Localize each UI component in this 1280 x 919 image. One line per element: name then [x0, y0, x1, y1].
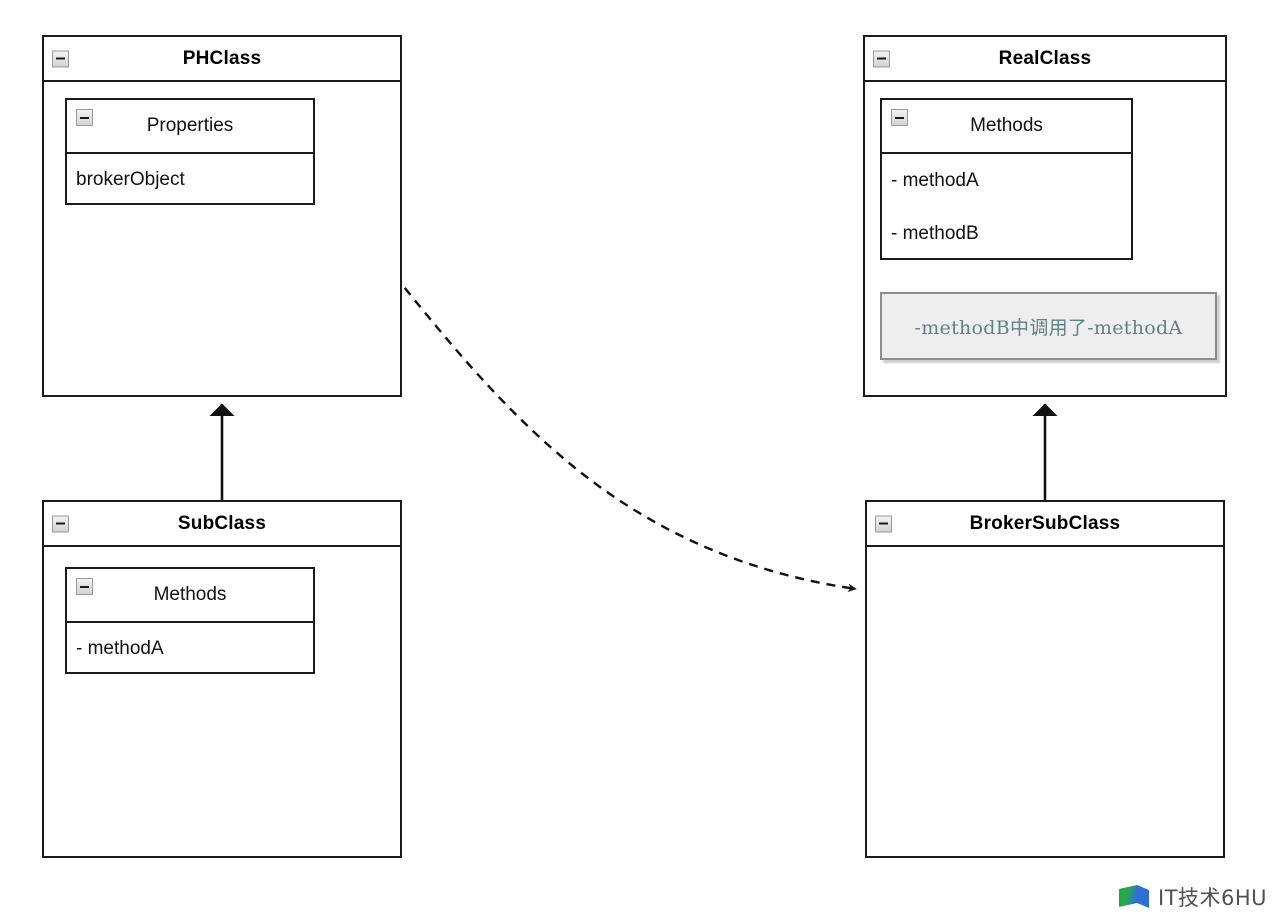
- class-box-realclass[interactable]: RealClass Methods - methodA - methodB: [863, 35, 1227, 397]
- minus-icon[interactable]: [875, 515, 892, 532]
- row-label: - methodB: [891, 222, 979, 244]
- compartment-header: Properties: [67, 100, 313, 154]
- class-header-brokersubclass: BrokerSubClass: [867, 502, 1223, 547]
- watermark: IT技术6HU: [1118, 882, 1267, 912]
- class-title: PHClass: [182, 47, 262, 69]
- compartment-row: - methodB: [882, 207, 1131, 260]
- minus-icon[interactable]: [891, 109, 908, 126]
- minus-icon[interactable]: [76, 109, 93, 126]
- class-header-subclass: SubClass: [44, 502, 400, 547]
- class-box-phclass[interactable]: PHClass Properties brokerObject: [42, 35, 402, 397]
- class-box-subclass[interactable]: SubClass Methods - methodA: [42, 500, 402, 858]
- class-title: SubClass: [177, 512, 267, 534]
- minus-icon[interactable]: [52, 515, 69, 532]
- compartment-rows: - methodA - methodB: [882, 154, 1131, 260]
- class-title: RealClass: [998, 47, 1092, 69]
- class-body-realclass: Methods - methodA - methodB -methodB中调用了…: [865, 82, 1225, 395]
- minus-icon[interactable]: [52, 50, 69, 67]
- class-header-phclass: PHClass: [44, 37, 400, 82]
- compartment-properties[interactable]: Properties brokerObject: [65, 98, 315, 205]
- class-box-brokersubclass[interactable]: BrokerSubClass: [865, 500, 1225, 858]
- watermark-text: IT技术6HU: [1158, 886, 1268, 910]
- row-label: brokerObject: [76, 168, 185, 190]
- compartment-header: Methods: [67, 569, 313, 623]
- class-body-subclass: Methods - methodA: [44, 547, 400, 856]
- note-text: -methodB中调用了-methodA: [914, 316, 1183, 339]
- compartment-title: Methods: [153, 584, 227, 605]
- compartment-title: Properties: [146, 115, 234, 136]
- compartment-methods[interactable]: Methods - methodA: [65, 567, 315, 674]
- class-body-brokersubclass: [867, 547, 1223, 856]
- compartment-row: brokerObject: [67, 154, 313, 205]
- minus-icon[interactable]: [76, 578, 93, 595]
- compartment-rows: - methodA: [67, 623, 313, 674]
- compartment-methods[interactable]: Methods - methodA - methodB: [880, 98, 1133, 260]
- note-box[interactable]: -methodB中调用了-methodA: [880, 292, 1217, 360]
- compartment-header: Methods: [882, 100, 1131, 154]
- minus-icon[interactable]: [873, 50, 890, 67]
- compartment-title: Methods: [970, 115, 1043, 136]
- row-label: - methodA: [891, 169, 979, 191]
- compartment-rows: brokerObject: [67, 154, 313, 205]
- class-header-realclass: RealClass: [865, 37, 1225, 82]
- book-logo-icon: [1119, 885, 1149, 908]
- compartment-row: - methodA: [67, 623, 313, 674]
- compartment-row: - methodA: [882, 154, 1131, 207]
- class-title: BrokerSubClass: [969, 512, 1121, 534]
- class-body-phclass: Properties brokerObject: [44, 82, 400, 395]
- row-label: - methodA: [76, 637, 164, 659]
